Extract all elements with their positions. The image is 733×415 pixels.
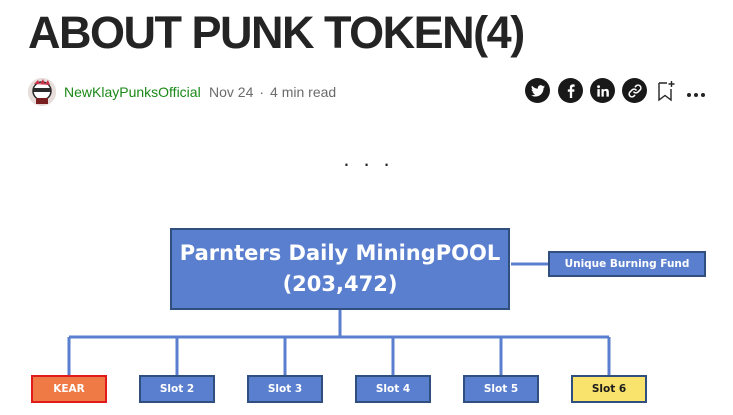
post-meta: Nov 24 · 4 min read xyxy=(209,84,336,100)
author-avatar[interactable] xyxy=(28,78,56,106)
byline: NewKlayPunksOfficial Nov 24 · 4 min read xyxy=(28,76,708,108)
avatar-image xyxy=(28,78,56,106)
mining-pool-box: Parnters Daily MiningPOOL (203,472) xyxy=(170,228,510,310)
meta-dot: · xyxy=(259,84,265,100)
linkedin-icon[interactable] xyxy=(590,78,615,103)
mining-pool-value: (203,472) xyxy=(282,272,398,296)
read-time: 4 min read xyxy=(270,84,337,100)
slot-box-6: Slot 6 xyxy=(571,375,647,403)
diagram-connectors xyxy=(67,262,611,375)
mining-pool-title: Parnters Daily MiningPOOL xyxy=(179,241,501,265)
more-icon[interactable] xyxy=(686,86,706,97)
article-title: ABOUT PUNK TOKEN(4) xyxy=(28,7,525,58)
twitter-icon[interactable] xyxy=(525,78,550,103)
bookmark-icon[interactable] xyxy=(656,80,676,102)
slot-box-5: Slot 5 xyxy=(463,375,539,403)
post-date: Nov 24 xyxy=(209,84,254,100)
slot-box-2: Slot 2 xyxy=(139,375,215,403)
slot-box-kear: KEAR xyxy=(31,375,107,403)
link-icon[interactable] xyxy=(622,78,647,103)
burning-fund-box: Unique Burning Fund xyxy=(548,251,706,277)
author-name-link[interactable]: NewKlayPunksOfficial xyxy=(64,84,201,100)
section-separator: ... xyxy=(343,146,404,171)
facebook-icon[interactable] xyxy=(558,78,583,103)
mining-pool-diagram: Parnters Daily MiningPOOL (203,472) Uniq… xyxy=(0,210,733,415)
slot-box-4: Slot 4 xyxy=(355,375,431,403)
slot-box-3: Slot 3 xyxy=(247,375,323,403)
connector-lines xyxy=(67,262,611,375)
